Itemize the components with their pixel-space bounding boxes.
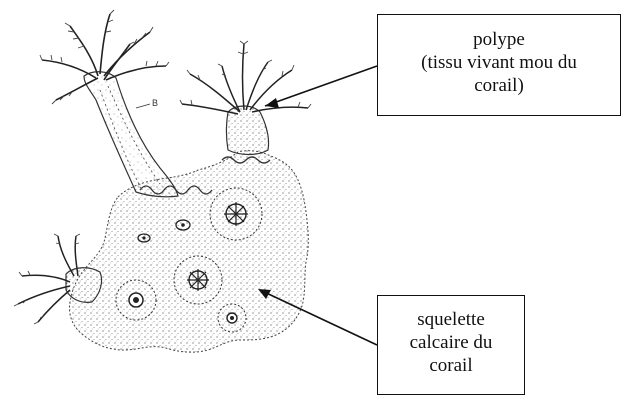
skeleton-label-line-1: squelette — [378, 308, 524, 331]
tentacle-bristles — [180, 41, 311, 108]
polyp-label-line-3: corail) — [378, 74, 620, 97]
polyp-pointer-line — [265, 66, 377, 106]
skeleton-label-line-3: corail — [378, 354, 524, 377]
polyp-arrowhead — [265, 98, 279, 108]
skeleton-label-line-2: calcaire du — [378, 331, 524, 354]
polyp-label-line-2: (tissu vivant mou du — [378, 51, 620, 74]
polyp-label-line-1: polype — [378, 28, 620, 51]
sketch-letter: B — [152, 98, 158, 108]
short-polyp — [180, 41, 311, 155]
tentacles — [182, 44, 308, 114]
skeleton-label-box: squelette calcaire du corail — [377, 295, 525, 395]
polyp-label-box: polype (tissu vivant mou du corail) — [377, 14, 621, 116]
tall-polyp: B — [40, 10, 178, 197]
coral-skeleton — [70, 151, 309, 352]
